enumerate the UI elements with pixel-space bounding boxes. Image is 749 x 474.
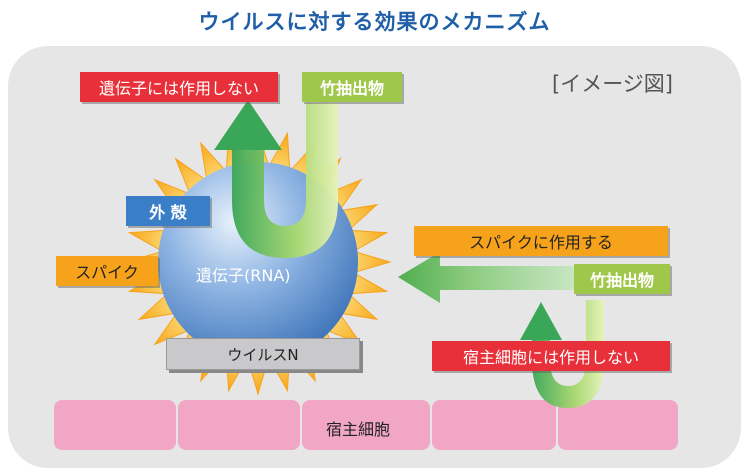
extract-label-right: 竹抽出物 (574, 264, 670, 294)
page-title: ウイルスに対する効果のメカニズム (198, 10, 551, 34)
extract-u-arrow-top (232, 103, 338, 258)
no-effect-gene-label: 遺伝子には作用しない (80, 72, 278, 102)
spike-label: スパイク (56, 256, 158, 286)
gene-rna-label: 遺伝子(RNA) (196, 266, 291, 285)
host-cell (178, 400, 300, 450)
extract-label-top: 竹抽出物 (302, 72, 402, 102)
extract-up-arrowhead-top (214, 100, 282, 150)
host-cell (432, 400, 556, 450)
acts-on-spike-label: スパイクに作用する (414, 226, 668, 256)
extract-up-arrowhead-bottom (520, 302, 562, 340)
host-cell (302, 400, 430, 450)
shell-label: 外 殻 (126, 196, 210, 226)
host-cell-label: 宿主細胞 (326, 420, 391, 439)
extract-u-arrow-bottom (532, 300, 604, 408)
host-cell-row (54, 400, 678, 450)
extract-arrow-to-spike (398, 252, 574, 303)
host-cell (558, 400, 678, 450)
host-cell (54, 400, 176, 450)
virus-name-label: ウイルスN (166, 338, 360, 370)
image-caption: [イメージ図] (552, 72, 673, 96)
no-effect-cell-label: 宿主細胞には作用しない (432, 341, 670, 371)
